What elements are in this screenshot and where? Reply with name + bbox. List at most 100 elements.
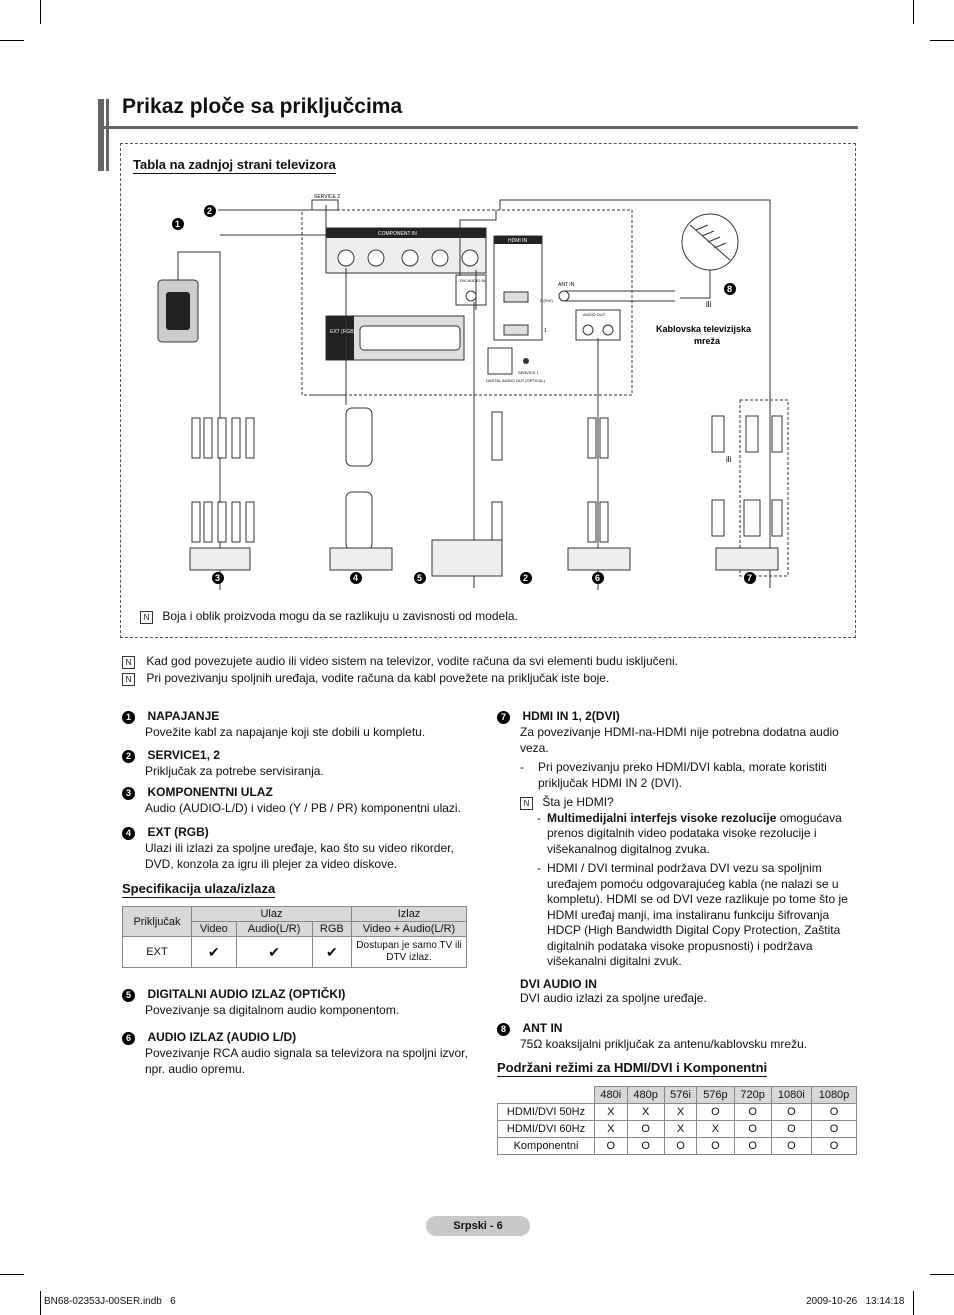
panel-note-text: Boja i oblik proizvoda mogu da se razlik…: [162, 609, 518, 623]
title-rule: [98, 126, 858, 129]
item-dvi-audio: DVI AUDIO IN DVI audio izlazi za spoljne…: [520, 977, 707, 1005]
note-icon: N: [122, 656, 135, 669]
modes-row-name: HDMI/DVI 60Hz: [497, 1120, 595, 1138]
item-ant: 8 ANT IN 75Ω koaksijalni priključak za a…: [497, 1019, 852, 1053]
what-hdmi: N Šta je HDMI?: [520, 795, 852, 811]
modes-cell: O: [696, 1137, 735, 1155]
crop-mark: [913, 1291, 914, 1315]
item-power: 1 NAPAJANJE Povežite kabl za napajanje k…: [122, 707, 472, 741]
hdmi-dash-note: -Pri povezivanju preko HDMI/DVI kabla, m…: [520, 760, 827, 790]
callout-numbers: 1 2 3 4 5 2 6 7 8: [172, 205, 756, 584]
note-icon: N: [140, 611, 153, 624]
modes-row-name: Komponentni: [497, 1137, 595, 1155]
component-label: COMPONENT IN: [378, 231, 417, 237]
modes-cell: X: [663, 1120, 698, 1138]
modes-cell: O: [811, 1120, 857, 1138]
audio-out-block: [575, 309, 621, 341]
modes-cell: O: [811, 1137, 857, 1155]
spec-table: Priključak Ulaz Izlaz Video Audio(L/R) R…: [122, 906, 467, 968]
modes-heading: Podržani režimi za HDMI/DVI i Komponentn…: [497, 1060, 768, 1077]
ili-label-1: ili: [706, 300, 712, 309]
modes-col-header: 1080i: [770, 1086, 813, 1104]
item-audio-out: 6 AUDIO IZLAZ (AUDIO L/D) Povezivanje RC…: [122, 1028, 477, 1077]
antenna-icon: [680, 213, 739, 299]
spec-heading: Specifikacija ulaza/izlaza: [122, 881, 276, 898]
optical-label: DIGITAL AUDIO OUT (OPTICAL): [486, 378, 546, 383]
vcr-device-2: [329, 547, 393, 571]
panel-heading: Tabla na zadnjoj strani televizora: [133, 157, 336, 174]
modes-col-header: 1080p: [811, 1086, 857, 1104]
service2-port: [311, 199, 339, 211]
modes-cell: O: [733, 1103, 772, 1121]
modes-cell: O: [770, 1137, 813, 1155]
footer-date: 2009-10-26 13:14:18: [806, 1296, 905, 1307]
amplifier-device: [567, 547, 631, 571]
spec-row-name: EXT: [122, 936, 192, 968]
modes-cell: O: [770, 1120, 813, 1138]
hdmi-bullet-2: -HDMI / DVI terminal podržava DVI vezu s…: [537, 861, 848, 968]
dvi-audio-label: DVI AUDIO IN: [460, 278, 485, 283]
modes-cell: X: [594, 1120, 628, 1138]
scart-cable: [345, 407, 373, 551]
svg-text:mreža: mreža: [694, 336, 721, 346]
modes-cell: O: [663, 1137, 698, 1155]
crop-mark: [0, 40, 24, 41]
page-number: Srpski - 6: [426, 1216, 530, 1236]
modes-cell: O: [811, 1103, 857, 1121]
modes-col-header: 576p: [696, 1086, 735, 1104]
audio-out-label: AUDIO OUT: [583, 312, 606, 317]
optical-port: [487, 347, 513, 375]
spec-col-input: Ulaz: [191, 906, 352, 922]
jack-audio-r: [367, 249, 385, 267]
crop-mark: [913, 0, 914, 24]
service1-label: SERVICE 1: [518, 370, 540, 375]
modes-cell: O: [626, 1137, 665, 1155]
rear-panel-box: [120, 143, 856, 638]
svg-text:8: 8: [727, 284, 732, 294]
ili-label-2: ili: [726, 455, 732, 464]
jack-pb: [431, 249, 449, 267]
modes-cell: O: [733, 1120, 772, 1138]
svg-text:5: 5: [417, 573, 422, 583]
crop-mark: [40, 1291, 41, 1315]
note-2: N Pri povezivanju spoljnih uređaja, vodi…: [122, 671, 609, 687]
modes-cell: O: [770, 1103, 813, 1121]
connection-diagram: SERVICE 2 COMPONENT IN DVI AUDIO IN HDMI…: [157, 194, 789, 590]
item-hdmi: 7 HDMI IN 1, 2(DVI) Za povezivanje HDMI-…: [497, 707, 852, 970]
service2-label: SERVICE 2: [314, 194, 340, 200]
tv-panel-outline: [301, 209, 633, 396]
hdmi1-label: 1: [544, 328, 547, 334]
title-side-bar: [98, 99, 104, 171]
note-1: N Kad god povezujete audio ili video sis…: [122, 654, 678, 670]
hdmi-bullet-1: - Multimedijalni interfejs visoke rezolu…: [537, 810, 842, 856]
jack-pr: [401, 249, 419, 267]
svg-text:1: 1: [175, 219, 180, 229]
hdmi-device: [715, 547, 779, 571]
hdmi-port-2: [503, 291, 529, 303]
hdmi-block: [493, 235, 543, 341]
hdmi-port-1: [503, 324, 529, 336]
item-service: 2 SERVICE1, 2 Priključak za potrebe serv…: [122, 746, 472, 780]
ant-in-port: [558, 290, 570, 302]
modes-cell: X: [626, 1103, 665, 1121]
svg-text:3: 3: [215, 573, 220, 583]
panel-note: N Boja i oblik proizvoda mogu da se razl…: [140, 609, 518, 625]
jack-audio-l: [337, 249, 355, 267]
item-component: 3 KOMPONENTNI ULAZ Audio (AUDIO-L/D) i v…: [122, 783, 472, 817]
modes-col-header: 720p: [733, 1086, 772, 1104]
svg-text:2: 2: [207, 206, 212, 216]
spec-col-output: Izlaz: [351, 906, 467, 922]
modes-col-header: 480p: [626, 1086, 665, 1104]
modes-cell: O: [733, 1137, 772, 1155]
component-cables: [191, 417, 255, 543]
modes-cell: X: [663, 1103, 698, 1121]
optical-cable: [491, 411, 503, 543]
modes-cell: X: [696, 1120, 735, 1138]
modes-cell: O: [696, 1103, 735, 1121]
modes-row-name: HDMI/DVI 50Hz: [497, 1103, 595, 1121]
svg-text:7: 7: [747, 573, 752, 583]
